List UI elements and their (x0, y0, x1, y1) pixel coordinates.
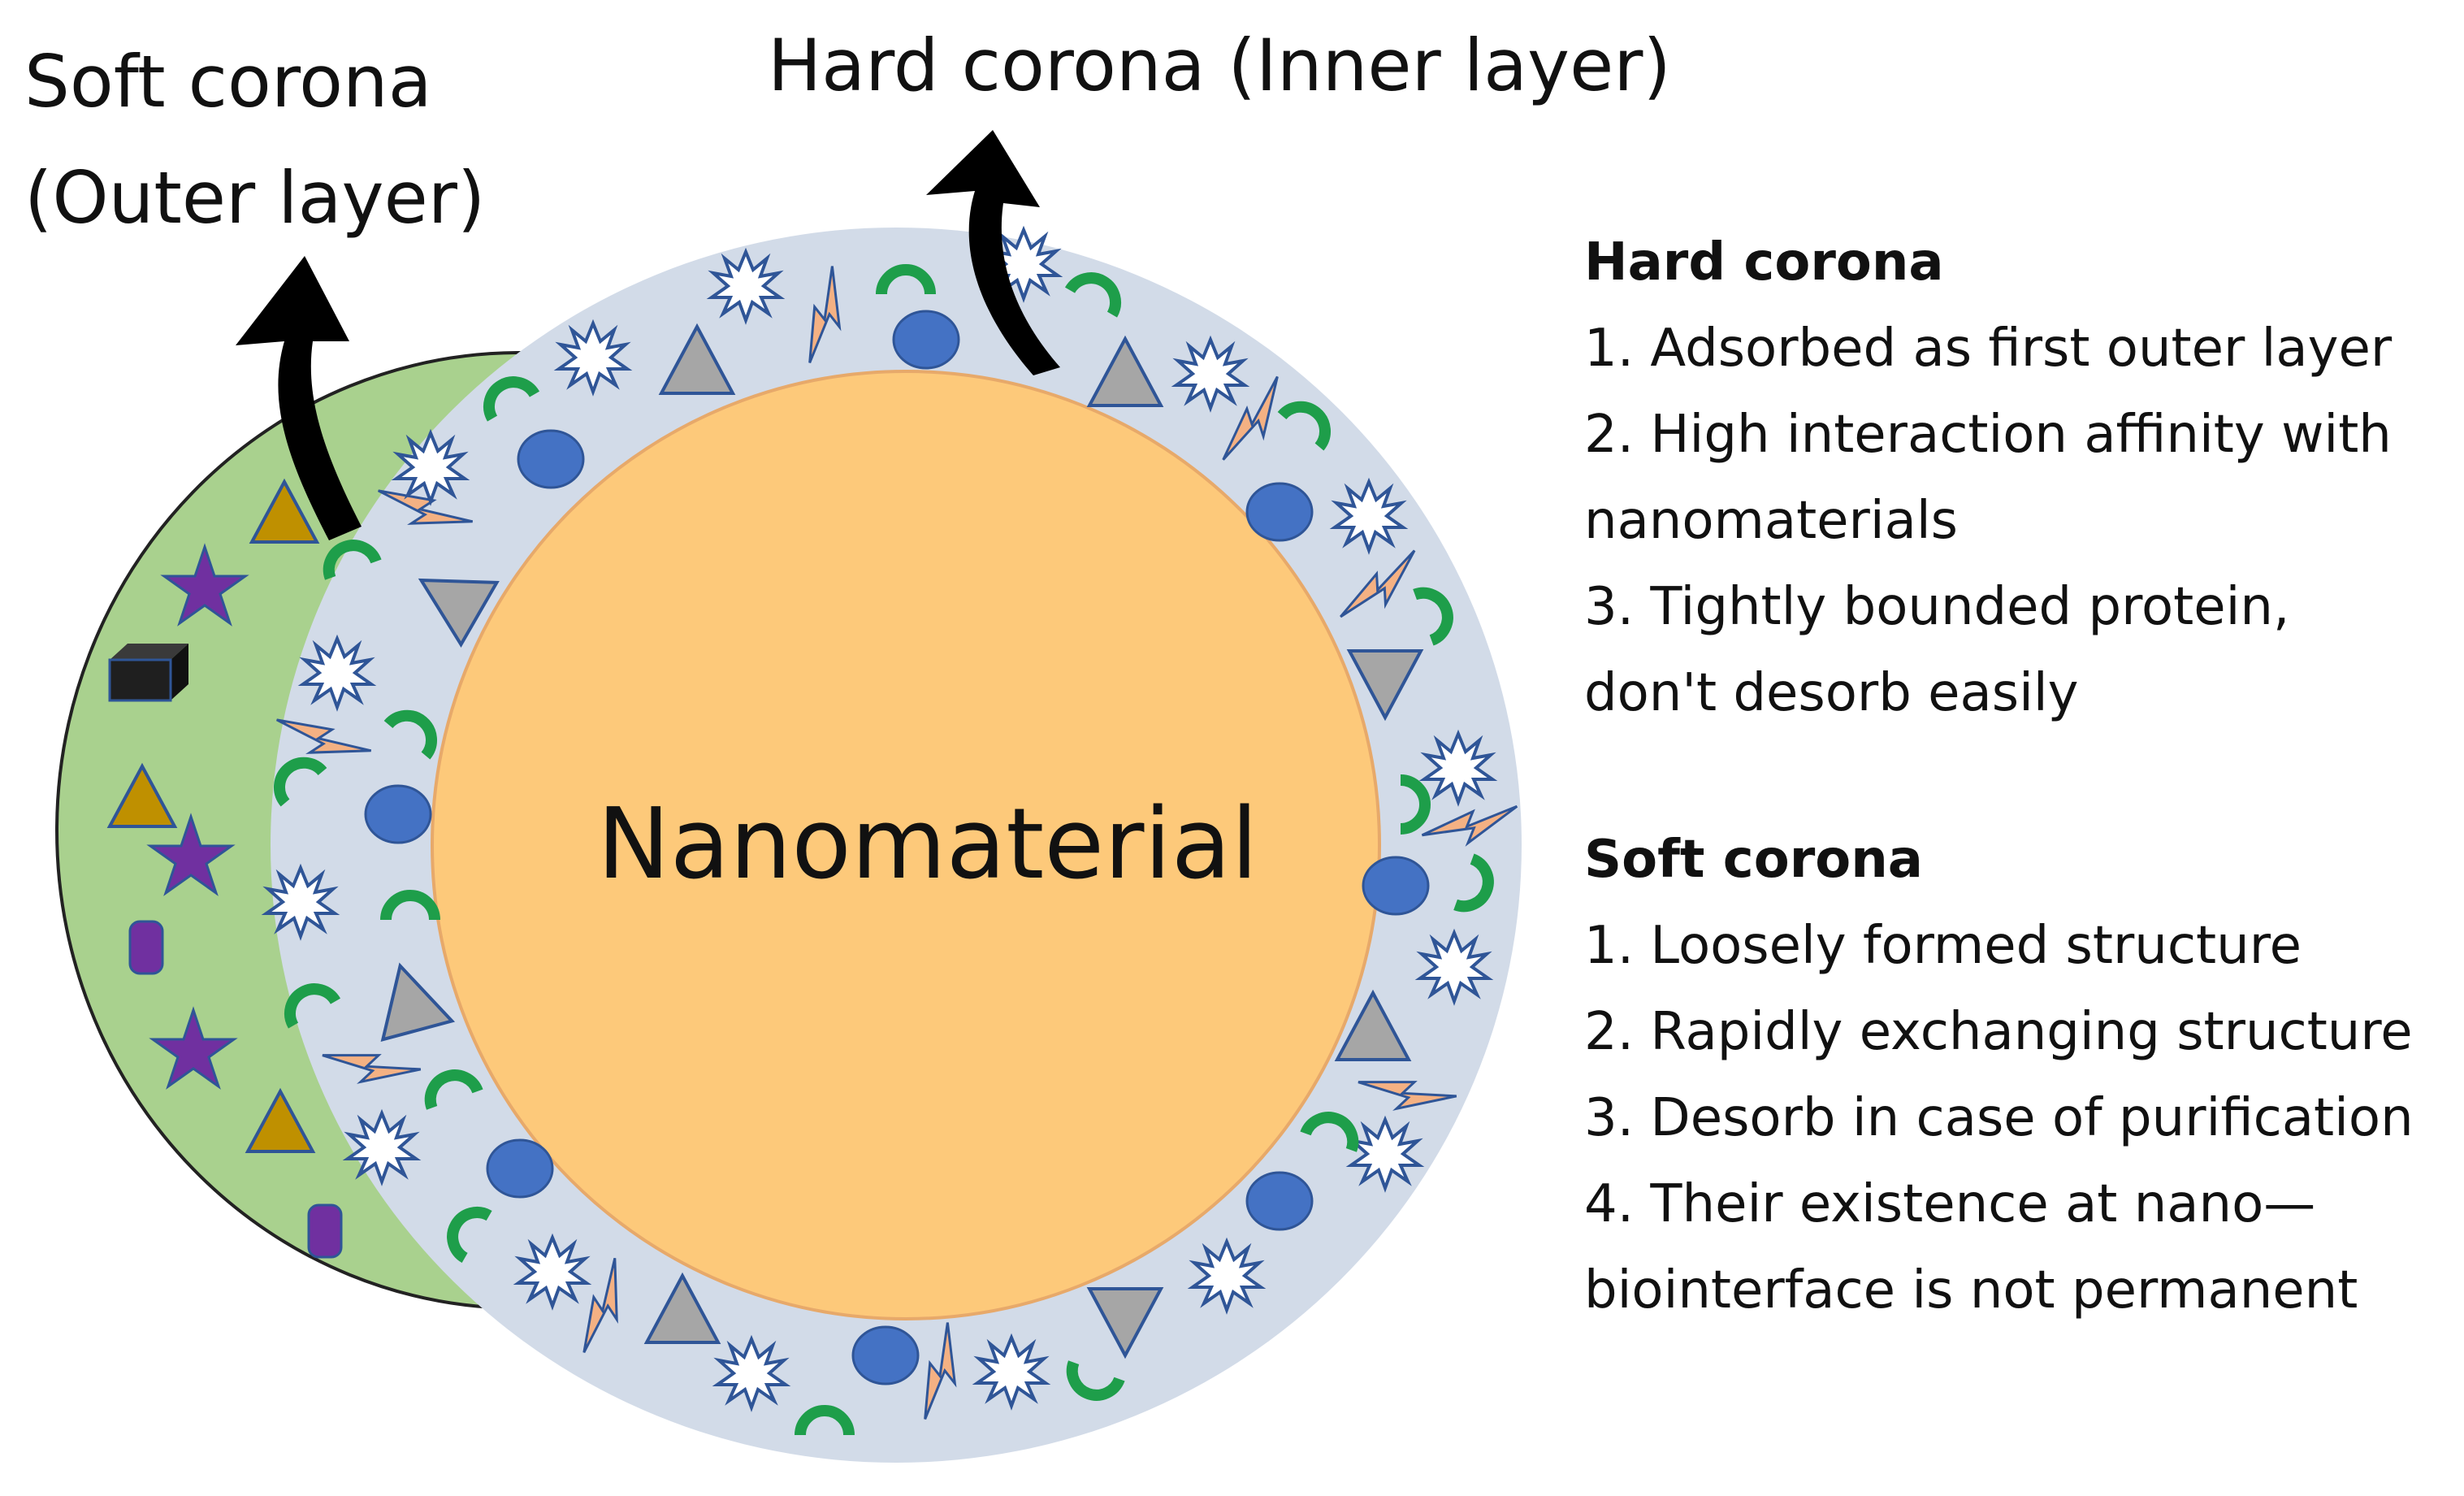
hard-corona-callout: Hard corona (Inner layer) (768, 24, 1671, 107)
hard-corona-line: 3. Tightly bounded protein, (1584, 577, 2290, 637)
soft-corona-line: 2. Rapidly exchanging structure (1584, 1002, 2413, 1062)
soft-corona-line: 4. Their existence at nano— (1584, 1174, 2316, 1234)
circle-icon (851, 1325, 920, 1385)
circle-icon (892, 310, 960, 370)
soft-corona-line: 1. Loosely formed structure (1584, 916, 2302, 976)
hard-corona-heading: Hard corona (1584, 232, 1944, 293)
rounded-rect-icon (307, 1203, 343, 1259)
nanomaterial-label: Nanomaterial (597, 788, 1258, 901)
soft-corona-legend: Soft corona 1. Loosely formed structure … (1584, 817, 2414, 1333)
circle-icon (517, 429, 585, 489)
nanomaterial-core (431, 370, 1381, 1320)
soft-corona-callout: Soft corona (Outer layer) (24, 24, 485, 256)
hard-corona-line: 1. Adsorbed as first outer layer (1584, 319, 2393, 379)
circle-icon (364, 784, 432, 844)
curved-arrow-icon (236, 256, 362, 540)
curved-arrow-icon (926, 130, 1060, 375)
circle-icon (1245, 1171, 1314, 1231)
soft-corona-callout-line1: Soft corona (24, 40, 432, 124)
soft-corona-line: 3. Desorb in case of purification (1584, 1088, 2414, 1148)
hard-corona-line: don't desorb easily (1584, 663, 2079, 723)
hard-corona-line: nanomaterials (1584, 491, 1958, 551)
circle-icon (1362, 856, 1430, 916)
hard-corona-legend: Hard corona 1. Adsorbed as first outer l… (1584, 219, 2392, 736)
circle-icon (1245, 482, 1314, 542)
hard-corona-line: 2. High interaction affinity with (1584, 405, 2392, 465)
circle-icon (486, 1138, 554, 1199)
soft-corona-heading: Soft corona (1584, 830, 1923, 890)
soft-corona-line: biointerface is not permanent (1584, 1260, 2358, 1320)
block-icon (108, 644, 188, 702)
rounded-rect-icon (128, 920, 164, 975)
soft-corona-proteins (108, 480, 343, 1259)
soft-corona-callout-line2: (Outer layer) (24, 155, 486, 240)
